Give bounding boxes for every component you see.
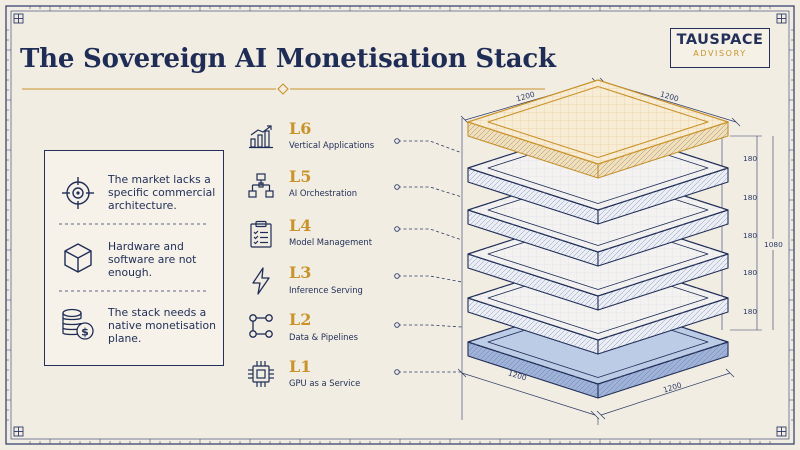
bar-chart-icon [249,125,273,149]
problem-text-1: The market lacks a specific commercial a… [108,173,216,212]
dim-total-height: 1080 [764,239,783,250]
layer-code-l1: L1 [289,357,312,376]
svg-text:$: $ [81,326,89,339]
stack-layer-l6 [467,79,729,179]
layer-code-l4: L4 [289,216,312,235]
problem-card-dividers [59,223,209,292]
flowchart-icon [248,173,274,198]
layer-name-l1: GPU as a Service [289,378,361,388]
layer-name-l4: Model Management [289,237,372,247]
dim-layer-height-4: 180 [743,268,758,277]
layer-name-l3: Inference Serving [289,285,363,295]
coin-stack-icon: $ [62,308,94,340]
dim-layer-height-1: 180 [743,154,758,163]
data-nodes-icon [249,314,273,338]
title-divider [22,83,545,95]
layer-code-l6: L6 [289,119,312,138]
dim-layer-height-2: 180 [743,193,758,202]
layer-name-l6: Vertical Applications [289,140,375,150]
chip-icon [248,361,274,387]
dim-layer-height-5: 180 [743,307,758,316]
lightning-icon [252,267,270,295]
layer-code-l3: L3 [289,263,312,282]
cube-icon [64,243,92,273]
brand-name: TAUSPACE [676,32,764,48]
problem-text-3: The stack needs a native monetisation pl… [108,306,216,345]
layer-code-l2: L2 [289,310,312,329]
brand-logo: TAUSPACE ADVISORY [670,28,770,68]
layer-code-l5: L5 [289,167,312,186]
clipboard-icon [250,220,272,248]
layer-name-l5: AI Orchestration [289,188,358,198]
page-title: The Sovereign AI Monetisation Stack [20,44,556,74]
target-icon [62,177,94,209]
problem-text-2: Hardware and software are not enough. [108,240,197,279]
dim-layer-height-3: 180 [743,231,758,240]
brand-tagline: ADVISORY [693,49,747,58]
layer-name-l2: Data & Pipelines [289,332,358,342]
